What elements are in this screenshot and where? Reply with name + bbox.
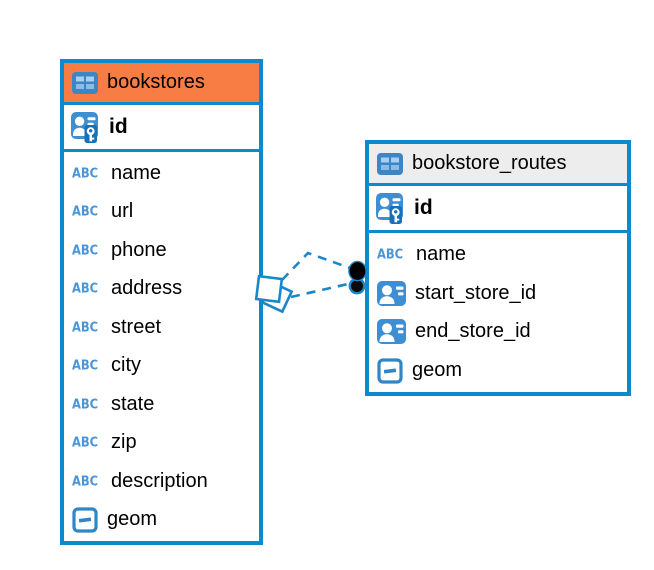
column-row[interactable]: ABC description <box>64 462 259 501</box>
column-name: state <box>111 392 155 415</box>
primary-key-name: id <box>414 196 433 219</box>
primary-key-row[interactable]: id <box>369 186 627 233</box>
primary-key-name: id <box>109 115 128 138</box>
varchar-type-icon: ABC <box>72 357 99 373</box>
column-row[interactable]: ABC phone <box>64 231 259 270</box>
column-name: name <box>416 242 467 265</box>
primary-key-icon <box>71 111 98 143</box>
table-name: bookstores <box>107 71 205 93</box>
varchar-type-icon: ABC <box>72 164 99 181</box>
varchar-type-icon: ABC <box>72 434 99 450</box>
entity-bookstore-routes[interactable]: bookstore_routes id ABC name <box>365 140 631 396</box>
varchar-type-icon: ABC <box>72 472 99 489</box>
column-list: ABC name ABC url ABC phone ABC address A… <box>64 152 259 541</box>
column-row[interactable]: ABC state <box>64 385 259 424</box>
column-name: address <box>111 277 183 300</box>
geometry-type-icon <box>72 507 98 533</box>
varchar-type-icon: ABC <box>72 280 99 296</box>
column-name: street <box>111 315 162 338</box>
column-row[interactable]: end_store_id <box>369 313 627 352</box>
column-name: zip <box>111 431 137 454</box>
table-name: bookstore_routes <box>412 152 567 174</box>
primary-key-icon <box>376 192 403 224</box>
varchar-type-icon: ABC <box>377 245 404 262</box>
table-icon <box>377 152 403 175</box>
column-row[interactable]: ABC name <box>64 154 259 193</box>
varchar-type-icon: ABC <box>72 318 99 335</box>
foreign-key-person-icon <box>377 280 406 306</box>
one-end-marker-dots <box>348 260 367 295</box>
column-list: ABC name start_store_id end_store_id <box>369 233 627 392</box>
column-row[interactable]: geom <box>369 351 627 390</box>
column-row[interactable]: ABC city <box>64 347 259 386</box>
column-row[interactable]: ABC name <box>369 235 627 274</box>
table-icon <box>72 71 98 94</box>
column-name: name <box>111 161 162 184</box>
column-row[interactable]: geom <box>64 501 259 540</box>
column-name: phone <box>111 238 167 261</box>
column-row[interactable]: ABC zip <box>64 424 259 463</box>
varchar-type-icon: ABC <box>72 241 99 258</box>
table-header[interactable]: bookstores <box>64 63 259 105</box>
column-name: end_store_id <box>415 320 531 343</box>
column-name: url <box>111 200 134 223</box>
entity-bookstores[interactable]: bookstores id ABC name ABC <box>60 59 263 545</box>
primary-key-row[interactable]: id <box>64 105 259 152</box>
column-row[interactable]: ABC address <box>64 270 259 309</box>
varchar-type-icon: ABC <box>72 203 99 219</box>
foreign-key-person-icon <box>377 319 406 345</box>
column-row[interactable]: ABC street <box>64 308 259 347</box>
column-name: geom <box>107 508 158 531</box>
varchar-type-icon: ABC <box>72 395 99 412</box>
column-name: city <box>111 354 141 377</box>
column-row[interactable]: ABC url <box>64 193 259 232</box>
column-row[interactable]: start_store_id <box>369 274 627 313</box>
column-name: description <box>111 469 208 492</box>
relationship-connector[interactable] <box>254 251 367 314</box>
column-name: start_store_id <box>415 281 537 304</box>
geometry-type-icon <box>377 358 403 384</box>
table-header[interactable]: bookstore_routes <box>369 144 627 186</box>
column-name: geom <box>412 359 463 382</box>
